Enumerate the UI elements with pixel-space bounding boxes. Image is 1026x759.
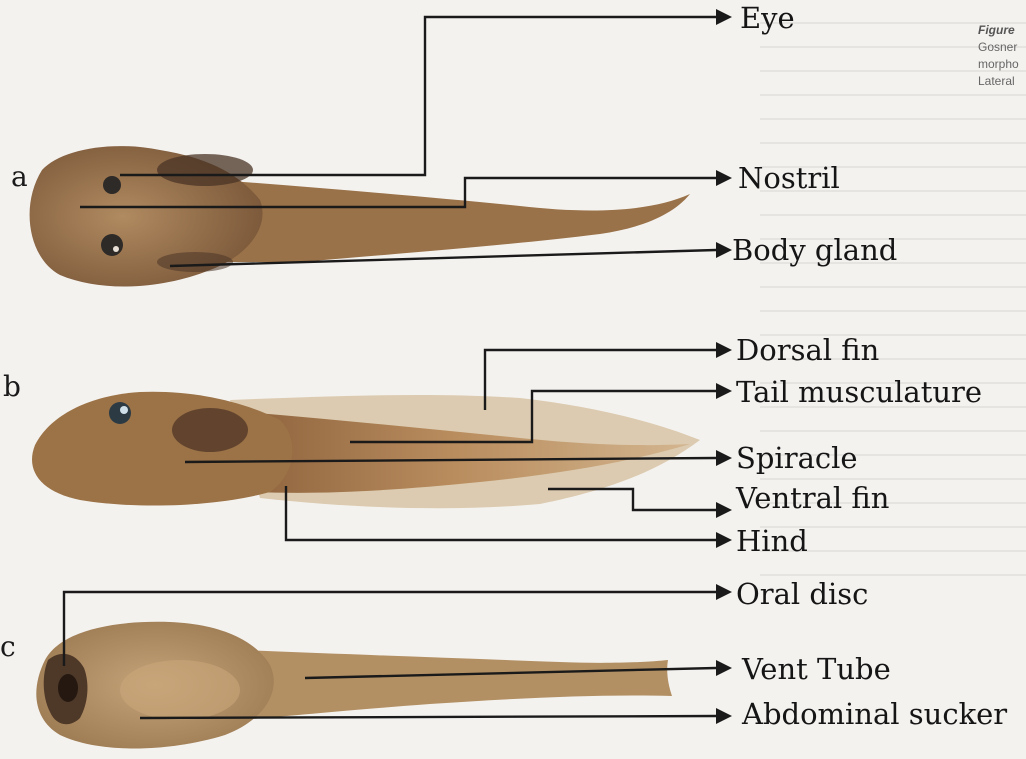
leader-lines (64, 17, 716, 718)
specimen-a-tail (190, 178, 690, 262)
label-dorsal-fin: Dorsal fin (736, 336, 879, 365)
specimen-c (36, 622, 672, 749)
leader-eye (120, 17, 716, 175)
specimen-c-belly (120, 660, 240, 720)
specimen-a-eye-highlight (113, 246, 119, 252)
arrowhead-tail-musculature (716, 383, 732, 399)
arrowhead-hind (716, 532, 732, 548)
specimen-c-tail (240, 650, 672, 720)
arrowhead-spiracle (716, 450, 732, 466)
label-abdominal-sucker: Abdominal sucker (742, 700, 1007, 729)
arrowhead-nostril (716, 170, 732, 186)
specimen-a (30, 146, 690, 286)
specimen-c-mouth (58, 674, 78, 702)
panel-letter-c: c (0, 630, 16, 663)
arrowhead-dorsal-fin (716, 342, 732, 358)
specimen-a-dark-patch (157, 154, 253, 186)
label-nostril: Nostril (738, 164, 840, 193)
specimen-b-eye (109, 402, 131, 424)
specimen-a-eye-upper (103, 176, 121, 194)
arrowhead-ventral-fin (716, 502, 732, 518)
arrowhead-vent-tube (716, 660, 732, 676)
panel-letter-a: a (11, 160, 28, 193)
specimen-b-body (32, 392, 292, 506)
arrowhead-eye (716, 9, 732, 25)
label-eye: Eye (740, 4, 795, 33)
arrowhead-body-gland (716, 242, 732, 258)
label-body-gland: Body gland (732, 236, 897, 265)
label-oral-disc: Oral disc (736, 580, 868, 609)
arrowheads (716, 9, 732, 724)
specimen-b-dark-patch (172, 408, 248, 452)
specimen-a-eye-lower (101, 234, 123, 256)
label-vent-tube: Vent Tube (742, 655, 891, 684)
arrowhead-oral-disc (716, 584, 732, 600)
label-ventral-fin: Ventral fin (736, 484, 889, 513)
label-hind: Hind (736, 527, 808, 556)
specimen-b-eye-highlight (120, 406, 128, 414)
specimen-a-gland-patch (157, 252, 233, 272)
arrowhead-abdominal-sucker (716, 708, 732, 724)
label-spiracle: Spiracle (736, 444, 858, 473)
specimen-b (32, 392, 700, 509)
label-tail-musculature: Tail musculature (736, 378, 982, 407)
panel-letter-b: b (3, 370, 21, 403)
